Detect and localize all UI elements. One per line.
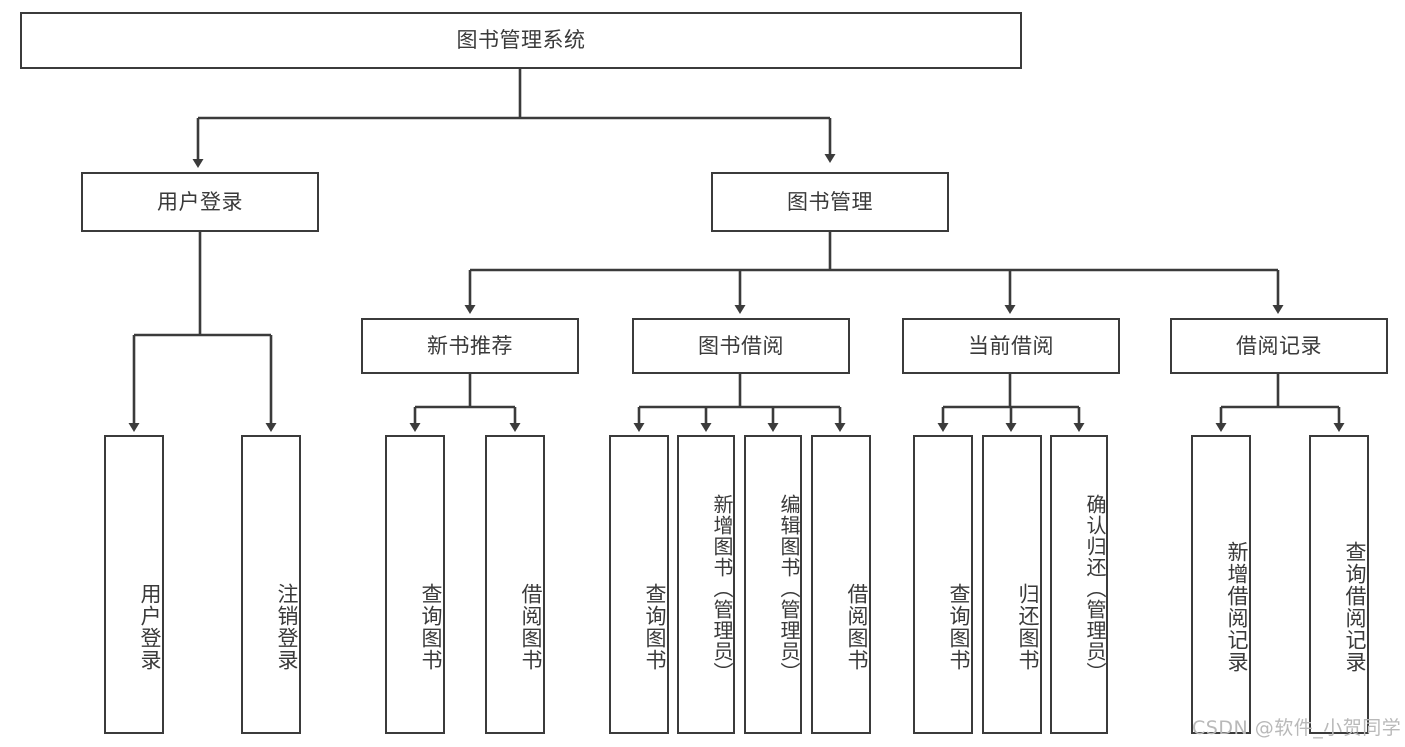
node-label: 图书借阅 [698,333,784,358]
node-label: 查询图书 [947,582,971,671]
leaf-borrow-record-query-record[interactable]: 查询借阅记录 [1309,435,1369,734]
node-label: 查询图书 [643,582,667,671]
leaf-user-login-login[interactable]: 用户登录 [104,435,164,734]
node-label: 编辑图书（管理员） [777,494,801,683]
leaf-book-borrow-query-book[interactable]: 查询图书 [609,435,669,734]
node-label: 图书管理系统 [456,28,586,53]
leaf-new-book-borrow-book[interactable]: 借阅图书 [485,435,545,734]
node-label: 用户登录 [157,189,243,214]
node-label: 查询图书 [419,582,443,671]
leaf-book-borrow-add-book-admin[interactable]: 新增图书（管理员） [677,435,735,734]
node-borrow-record[interactable]: 借阅记录 [1170,318,1388,374]
node-label: 图书管理 [787,189,873,214]
node-book-management[interactable]: 图书管理 [711,172,949,232]
node-user-login[interactable]: 用户登录 [81,172,319,232]
node-label: 确认归还（管理员） [1083,494,1107,683]
node-label: 当前借阅 [968,333,1054,358]
leaf-current-borrow-confirm-return-admin[interactable]: 确认归还（管理员） [1050,435,1108,734]
node-current-borrow[interactable]: 当前借阅 [902,318,1120,374]
node-label: 新增图书（管理员） [710,494,734,683]
node-book-borrow[interactable]: 图书借阅 [632,318,850,374]
node-label: 新书推荐 [427,333,513,358]
node-label: 新增借阅记录 [1225,540,1249,673]
leaf-book-borrow-edit-book-admin[interactable]: 编辑图书（管理员） [744,435,802,734]
leaf-current-borrow-return-book[interactable]: 归还图书 [982,435,1042,734]
node-label: 借阅图书 [519,582,543,671]
leaf-user-login-logout[interactable]: 注销登录 [241,435,301,734]
node-label: 用户登录 [138,582,162,671]
node-root-book-management-system[interactable]: 图书管理系统 [20,12,1022,69]
node-label: 查询借阅记录 [1343,540,1367,673]
node-new-book-recommend[interactable]: 新书推荐 [361,318,579,374]
node-label: 借阅记录 [1236,333,1322,358]
node-label: 借阅图书 [845,582,869,671]
node-label: 归还图书 [1016,582,1040,671]
node-label: 注销登录 [275,582,299,671]
watermark-text: CSDN @软件_小贺同学 [1192,717,1402,739]
leaf-borrow-record-add-record[interactable]: 新增借阅记录 [1191,435,1251,734]
leaf-current-borrow-query-book[interactable]: 查询图书 [913,435,973,734]
leaf-book-borrow-borrow-book[interactable]: 借阅图书 [811,435,871,734]
leaf-new-book-query-book[interactable]: 查询图书 [385,435,445,734]
